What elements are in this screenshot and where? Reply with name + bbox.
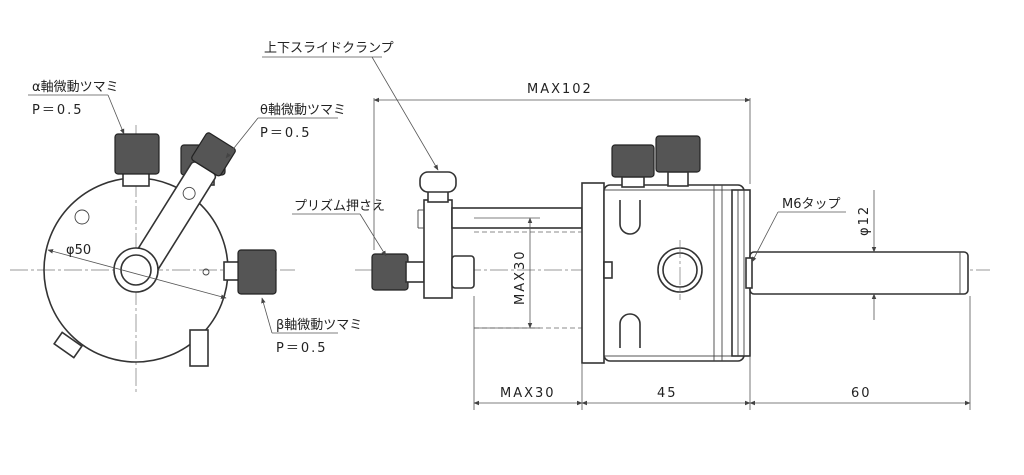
alpha-pitch-label: P＝0.5 xyxy=(32,103,84,118)
theta-knob-label: θ軸微動ツマミ xyxy=(260,103,346,118)
theta-knob-tilted xyxy=(191,132,236,177)
diameter-12-label: φ12 xyxy=(857,205,872,236)
max30-vertical-label: MAX30 xyxy=(513,249,528,305)
beta-knob-label: β軸微動ツマミ xyxy=(276,318,362,333)
slide-clamp-label: 上下スライドクランプ xyxy=(264,41,394,56)
alpha-knob-label: α軸微動ツマミ xyxy=(32,80,119,95)
prism-holder-knob xyxy=(371,253,409,291)
theta-pitch-label: P＝0.5 xyxy=(260,126,312,141)
max30-horizontal-label: MAX30 xyxy=(500,386,556,401)
slide-clamp-knob xyxy=(419,171,457,193)
output-shaft xyxy=(749,251,969,295)
diameter-50-label: φ50 xyxy=(66,243,91,258)
left-flange xyxy=(581,182,605,364)
bottom-post xyxy=(189,329,209,367)
m6-tap-label: M6タップ xyxy=(782,197,841,212)
slide-clamp-leader xyxy=(371,56,439,171)
diameter-50-dim-line xyxy=(47,249,227,299)
beta-pitch-label: P＝0.5 xyxy=(276,341,328,356)
prism-holder-label: プリズム押さえ xyxy=(294,198,385,214)
alpha-leader xyxy=(107,94,125,135)
theta-leader xyxy=(225,117,259,159)
front-view: φ50 α軸微動ツマミ P＝0.5 θ軸微動ツマミ P＝0.5 β軸微動ツマミ … xyxy=(10,80,362,395)
body-knob-top-left xyxy=(611,144,655,178)
hole-upper-left xyxy=(74,209,90,225)
body-knob-top-right xyxy=(655,135,701,173)
alpha-knob xyxy=(114,133,160,175)
slot-bottom xyxy=(619,313,641,348)
bottom-pin xyxy=(53,331,83,359)
slot-top xyxy=(619,200,641,235)
theta-arm xyxy=(132,132,236,273)
holder-nut xyxy=(451,255,475,289)
max102-label: MAX102 xyxy=(527,82,593,97)
m6-tap-seat xyxy=(745,257,753,289)
prism-holder-leader xyxy=(359,213,387,257)
len-45-label: 45 xyxy=(657,386,678,401)
m6-tap-leader xyxy=(751,211,779,263)
side-view: MAX102 MAX30 MAX30 45 60 φ12 M6タップ 上下スライ… xyxy=(262,41,990,410)
beta-knob xyxy=(237,249,277,295)
len-60-label: 60 xyxy=(851,386,872,401)
holder-plate xyxy=(423,199,453,299)
main-body xyxy=(603,184,745,362)
beta-leader xyxy=(261,297,273,334)
